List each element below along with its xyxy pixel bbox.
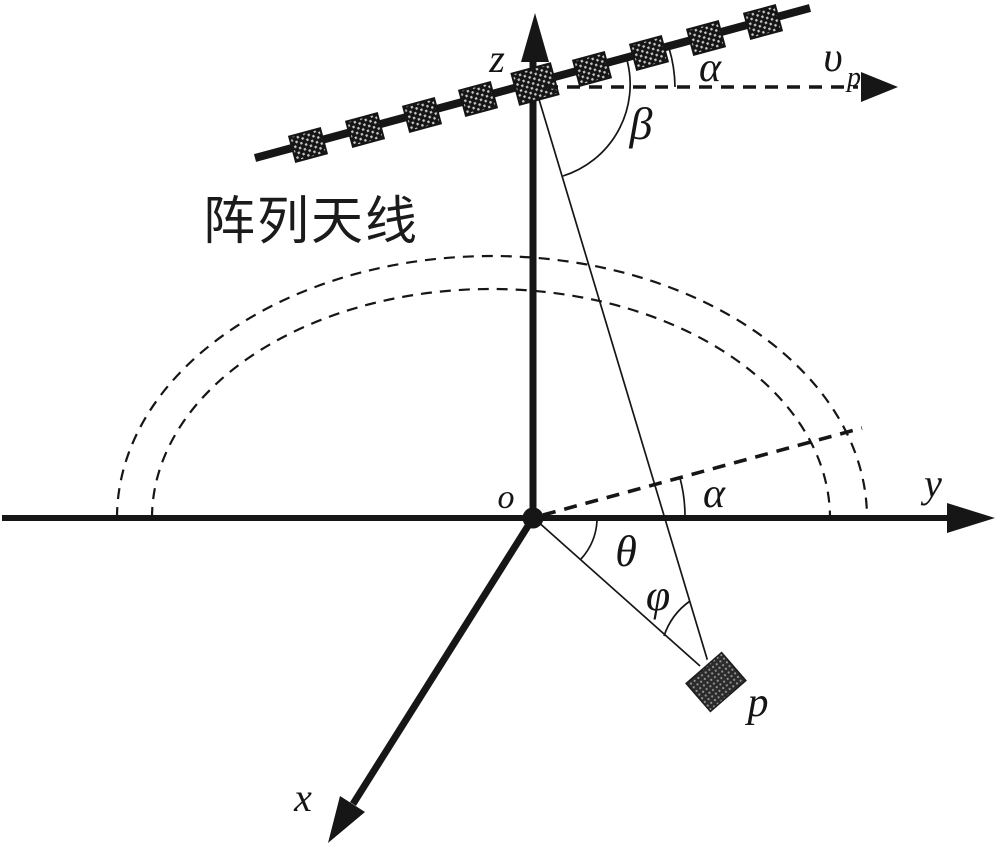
velocity-symbol-label: υ bbox=[823, 35, 842, 81]
antenna-element bbox=[344, 112, 386, 148]
ground-projection-dashed-line bbox=[542, 426, 863, 517]
antenna-to-target-line bbox=[534, 85, 712, 673]
antenna-element-array bbox=[287, 4, 784, 163]
antenna-element bbox=[287, 127, 329, 163]
z-axis-arrowhead bbox=[521, 13, 549, 62]
antenna-element bbox=[685, 20, 727, 56]
origin-label: o bbox=[498, 479, 515, 516]
antenna-element bbox=[628, 35, 670, 71]
alpha-antenna-label: α bbox=[699, 45, 722, 91]
velocity-arrowhead bbox=[861, 72, 898, 102]
z-axis-label: z bbox=[488, 36, 505, 81]
alpha-ground-label: α bbox=[703, 471, 726, 517]
x-axis-arrowhead bbox=[328, 796, 365, 843]
alpha-ground-angle-arc bbox=[679, 477, 686, 519]
target-square-fill bbox=[685, 651, 747, 713]
phi-angle-arc bbox=[663, 600, 691, 637]
x-axis-label: x bbox=[293, 775, 312, 820]
phi-label: φ bbox=[646, 571, 670, 620]
antenna-element bbox=[401, 97, 443, 133]
antenna-element bbox=[742, 4, 784, 40]
y-axis-arrowhead bbox=[947, 503, 995, 533]
beta-angle-arc bbox=[562, 59, 632, 177]
beta-label: β bbox=[629, 98, 653, 149]
y-axis-label: y bbox=[920, 461, 942, 506]
origin-to-target-line bbox=[535, 519, 710, 675]
range-ring-inner bbox=[150, 287, 832, 519]
origin-dot bbox=[522, 507, 544, 529]
range-ring-outer bbox=[115, 254, 869, 519]
antenna-caption: 阵列天线 bbox=[203, 194, 419, 251]
antenna-element bbox=[457, 81, 499, 117]
target-square bbox=[680, 646, 752, 718]
theta-label: θ bbox=[615, 527, 637, 576]
alpha-antenna-angle-arc bbox=[668, 47, 676, 88]
velocity-subscript-label: p bbox=[845, 62, 861, 93]
theta-angle-arc bbox=[580, 520, 598, 560]
antenna-element bbox=[571, 51, 613, 87]
target-label: p bbox=[745, 680, 769, 726]
x-axis-line bbox=[350, 516, 536, 806]
antenna-element-center bbox=[510, 62, 560, 106]
